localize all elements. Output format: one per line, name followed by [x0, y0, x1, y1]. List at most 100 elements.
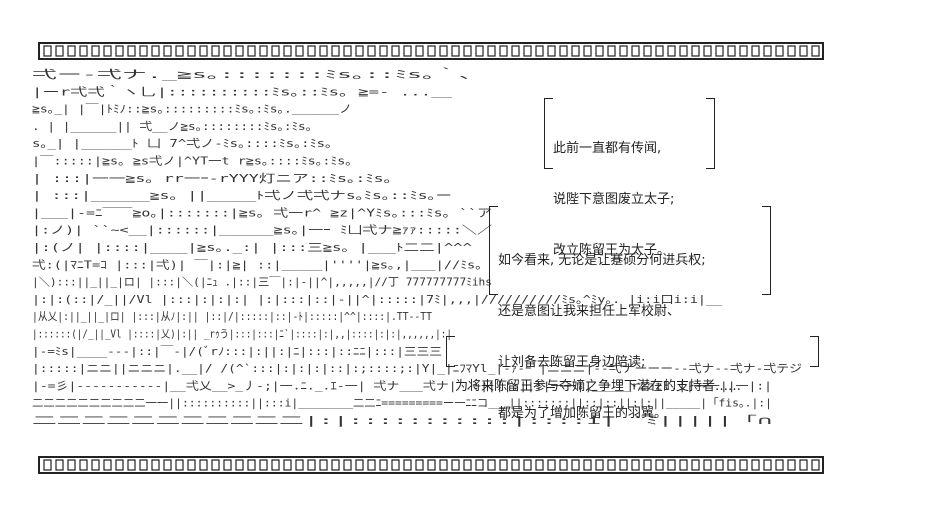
- caption-3-line-1: 为将来陈留王参与夺嫡之争埋下潜在的支持者……: [455, 379, 742, 394]
- ascii-art-row: 弌ー-弌ナ._≧s｡:::::::ﾐs｡::ﾐs｡｀､: [32, 66, 472, 81]
- ascii-art-row: 二二二二二二二二二二一一||::::::::::||:::i|________二…: [32, 397, 772, 410]
- film-strip-cell: [751, 459, 760, 471]
- film-strip-cell: [607, 45, 616, 57]
- film-strip-cell: [667, 45, 676, 57]
- film-strip-cell: [91, 459, 100, 471]
- caption-1-bracket-right-bottom: [706, 158, 715, 169]
- caption-2-bracket-right-bottom: [762, 282, 771, 295]
- film-strip-cell: [571, 459, 580, 471]
- film-strip-cell: [619, 45, 628, 57]
- ascii-art-row: |:|:(::|/_||/Vl |:::|:|:|:| |:|:::|::|-|…: [32, 293, 722, 306]
- film-strip-cell: [79, 459, 88, 471]
- film-strip-cell: [247, 45, 256, 57]
- caption-2-bracket-right-top: [762, 206, 771, 217]
- ascii-art-row: |___|-=ﾆ￣￣≧o｡|:::::::|≧s｡ 弌一r^ ≧z|^Yﾐs｡:…: [32, 205, 492, 219]
- film-strip-cell: [523, 459, 532, 471]
- caption-box-analysis: 如今看来, 无论是让蹇硕分何进兵权; 还是意图让我来担任上军校尉、 让刘备去陈留…: [498, 218, 706, 456]
- film-strip-cell: [55, 459, 64, 471]
- film-strip-cell: [559, 459, 568, 471]
- film-strip-cell: [259, 45, 268, 57]
- ascii-art-row: | :::|______≧s｡ ||_____ﾄ弌ノ弌弌ナs｡ﾐs｡::ﾐs｡ー: [32, 189, 452, 202]
- film-strip-cell: [331, 45, 340, 57]
- caption-2-bracket-right: [770, 216, 771, 282]
- caption-2-line-1: 如今看来, 无论是让蹇硕分何进兵权;: [498, 253, 706, 268]
- film-strip-cell: [43, 459, 52, 471]
- film-strip-cell: [295, 45, 304, 57]
- film-strip-cell: [739, 45, 748, 57]
- top-film-strip-pattern: [43, 45, 820, 57]
- film-strip-cell: [619, 459, 628, 471]
- film-strip-cell: [583, 459, 592, 471]
- film-strip-cell: [439, 45, 448, 57]
- film-strip-cell: [67, 45, 76, 57]
- film-strip-cell: [103, 459, 112, 471]
- film-strip-cell: [319, 45, 328, 57]
- film-strip-cell: [175, 459, 184, 471]
- film-strip-cell: [127, 459, 136, 471]
- film-strip-cell: [379, 459, 388, 471]
- film-strip-cell: [331, 459, 340, 471]
- film-strip-cell: [787, 459, 796, 471]
- film-strip-cell: [691, 45, 700, 57]
- film-strip-cell: [727, 45, 736, 57]
- film-strip-cell: [775, 45, 784, 57]
- film-strip-cell: [811, 45, 820, 57]
- film-strip-cell: [151, 45, 160, 57]
- film-strip-cell: [295, 459, 304, 471]
- film-strip-cell: [523, 45, 532, 57]
- film-strip-cell: [511, 459, 520, 471]
- film-strip-cell: [655, 459, 664, 471]
- caption-1-bracket-left: [544, 108, 545, 158]
- film-strip-cell: [115, 45, 124, 57]
- film-strip-cell: [679, 459, 688, 471]
- caption-1-line-1: 此前一直都有传闻,: [553, 141, 662, 156]
- caption-2-bracket-left-top: [489, 206, 498, 217]
- film-strip-cell: [379, 45, 388, 57]
- film-strip-cell: [403, 45, 412, 57]
- film-strip-cell: [175, 45, 184, 57]
- film-strip-cell: [763, 459, 772, 471]
- film-strip-cell: [535, 45, 544, 57]
- film-strip-cell: [547, 459, 556, 471]
- ascii-art-row: |＼):::||_||_|ロ| |:::|＼(|ﾆｭ .|::|三￣|:|-||…: [32, 275, 492, 289]
- bottom-film-strip-pattern: [43, 459, 820, 471]
- film-strip-cell: [667, 459, 676, 471]
- film-strip-cell: [703, 459, 712, 471]
- film-strip-cell: [727, 459, 736, 471]
- film-strip-cell: [187, 45, 196, 57]
- film-strip-cell: [391, 45, 400, 57]
- caption-box-rumor: 此前一直都有传闻, 说陛下意图废立太子; 改立陈留王为太子。: [553, 106, 674, 293]
- film-strip-cell: [463, 459, 472, 471]
- film-strip-cell: [415, 459, 424, 471]
- film-strip-cell: [487, 459, 496, 471]
- film-strip-cell: [511, 45, 520, 57]
- film-strip-cell: [151, 459, 160, 471]
- film-strip-cell: [799, 45, 808, 57]
- film-strip-cell: [679, 45, 688, 57]
- caption-1-bracket-right-top: [706, 98, 715, 109]
- film-strip-cell: [211, 459, 220, 471]
- film-strip-cell: [475, 459, 484, 471]
- ascii-art-row: 弌:(|ﾏﾆT=ｺ |:::|弌)| ￣|:|≧| ::|_____|''''|…: [32, 257, 482, 271]
- film-strip-cell: [223, 459, 232, 471]
- film-strip-cell: [631, 459, 640, 471]
- caption-1-bracket-right: [714, 108, 715, 158]
- film-strip-cell: [271, 45, 280, 57]
- film-strip-cell: [487, 45, 496, 57]
- caption-3-bracket-right-top: [810, 336, 819, 345]
- film-strip-cell: [283, 459, 292, 471]
- film-strip-cell: [247, 459, 256, 471]
- film-strip-cell: [691, 459, 700, 471]
- film-strip-cell: [259, 459, 268, 471]
- ascii-art-row: |-=ﾐs|____---|::|￣-|/(ﾞrﾉ:::|:||:|ﾆ|:::|…: [32, 344, 442, 358]
- film-strip-cell: [643, 45, 652, 57]
- ascii-art-row: |:(ノ| |::::|____|≧s｡._:| |:::三≧s｡ |___ﾄ二…: [32, 241, 473, 254]
- film-strip-cell: [187, 459, 196, 471]
- top-film-strip-border: [38, 42, 824, 60]
- film-strip-cell: [55, 45, 64, 57]
- ascii-art-row: 二二二二二二二二二二二|:|:::::::::::|::::i| `ﾐ|||||…: [32, 414, 772, 427]
- caption-2-line-3: 让刘备去陈留王身边陪读;: [498, 355, 646, 370]
- film-strip-cell: [427, 459, 436, 471]
- caption-1-line-2: 说陛下意图废立太子;: [553, 192, 675, 207]
